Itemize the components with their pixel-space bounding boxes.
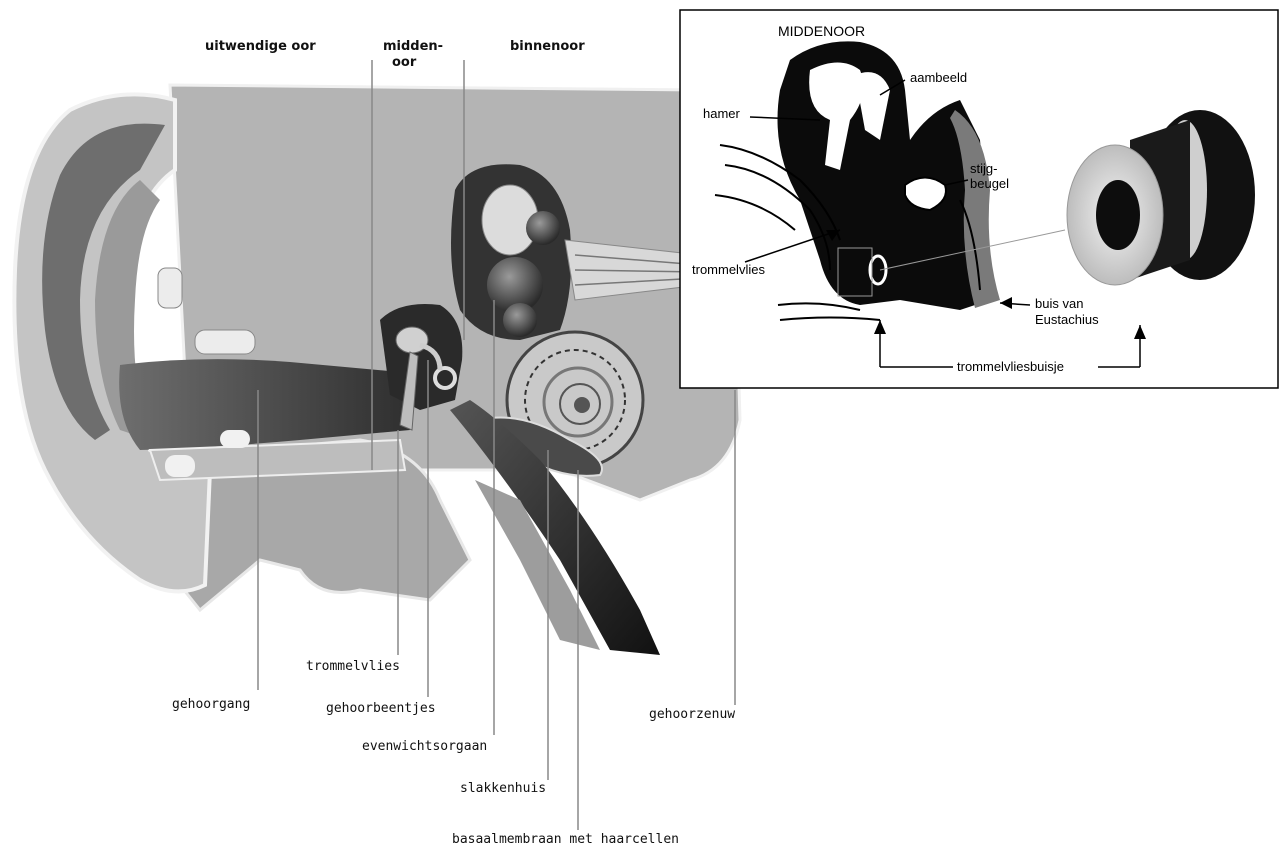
label-middle-ear-2: oor [392, 55, 417, 70]
label-slakkenhuis: slakkenhuis [460, 781, 546, 796]
middle-ear-inset: MIDDENOOR hamer aambeeld stijg- beugel t… [680, 10, 1278, 388]
inset-title: MIDDENOOR [778, 23, 865, 39]
bone-pad [158, 268, 182, 308]
inset-label-buis-2: Eustachius [1035, 312, 1099, 327]
middle-ear-cavity [380, 304, 462, 410]
label-inner-ear: binnenoor [510, 39, 585, 54]
label-trommelvlies: trommelvlies [306, 659, 400, 674]
ampulla [526, 211, 560, 245]
label-outer-ear: uitwendige oor [205, 39, 316, 54]
bone-pad [165, 455, 195, 477]
label-gehoorgang: gehoorgang [172, 697, 250, 712]
label-middle-ear-1: midden- [383, 39, 443, 54]
inset-label-trommelvlies: trommelvlies [692, 262, 765, 277]
saccule [503, 303, 537, 337]
inset-label-trommelvliesbuisje: trommelvliesbuisje [957, 359, 1064, 374]
inset-label-hamer: hamer [703, 106, 741, 121]
inset-label-aambeeld: aambeeld [910, 70, 967, 85]
inset-label-stijgbeugel-1: stijg- [970, 161, 997, 176]
label-gehoorzenuw: gehoorzenuw [649, 707, 735, 722]
label-gehoorbeentjes: gehoorbeentjes [326, 701, 436, 716]
inset-label-stijgbeugel-2: beugel [970, 176, 1009, 191]
label-basaalmembraan: basaalmembraan met haarcellen [452, 832, 679, 847]
bone-pad [195, 330, 255, 354]
main-ear-diagram: uitwendige oor midden- oor binnenoor tro… [14, 39, 740, 847]
bone-pad [220, 430, 250, 448]
label-evenwichtsorgaan: evenwichtsorgaan [362, 739, 487, 754]
inset-label-buis-1: buis van [1035, 296, 1083, 311]
